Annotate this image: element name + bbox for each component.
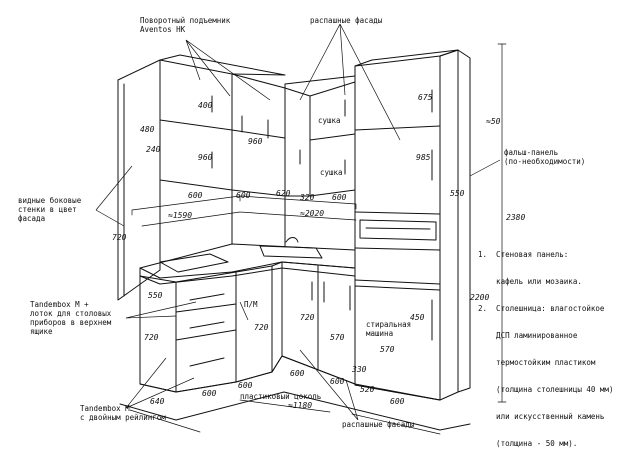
oven (359, 219, 437, 241)
dim-upper-w2: 600 (236, 191, 251, 200)
dim-upper-corner: 320 (299, 193, 315, 202)
back-wall-line (159, 179, 356, 269)
washer-box (354, 285, 441, 401)
dim-bot-w6: 330 (351, 365, 367, 374)
leader-line (185, 39, 271, 101)
leader-line (299, 349, 359, 421)
dim-h-door-5: 570 (380, 345, 395, 354)
label-swing-facades-bottom: распашные фасады (342, 420, 415, 429)
dim-upper-total-right: ≈2020 (300, 209, 324, 218)
dim-line (131, 195, 357, 216)
dim-line (497, 43, 507, 403)
label-tandembox-cutlery: Tandembox M + лоток для столовых приборо… (30, 300, 112, 336)
note-line: (толщина - 50 мм). (478, 439, 578, 448)
label-washer: стиральная машина (366, 320, 412, 338)
note-line: 2. Столешница: влагостойкое (478, 304, 605, 313)
label-tandembox-rail: Tandembox M с двойным рейлингом (80, 404, 166, 422)
dim-bot-w2: 600 (202, 389, 217, 398)
upper-cabinet-mid (231, 73, 286, 197)
handle (211, 95, 346, 175)
dim-line (129, 399, 441, 435)
drawer-line-1 (175, 303, 237, 313)
dim-h-right-1: 2200 (470, 293, 489, 302)
label-plinth: пластиковый цоколь (240, 392, 322, 401)
dim-upper-w3: 620 (276, 189, 291, 198)
dim-h-door-4: 570 (330, 333, 345, 342)
label-dryer-1: сушка (318, 116, 341, 125)
dim-tall-height: 2380 (506, 213, 525, 222)
dim-floor-2: 520 (360, 385, 375, 394)
tall-cabinet-top (354, 49, 459, 67)
dim-h-door-2: 720 (254, 323, 269, 332)
label-dryer-2: сушка (320, 168, 343, 177)
dim-h-tall-3: ≈50 (486, 117, 501, 126)
dim-h-tall-5: 450 (410, 313, 425, 322)
dim-h-left-2: 550 (148, 291, 163, 300)
note-line: ДСП ламинированное (478, 331, 578, 340)
dim-bot-w1: 640 (150, 397, 165, 406)
cooktop (159, 253, 229, 273)
tall-shelf-1 (354, 125, 441, 131)
dim-upper-w4: 600 (332, 193, 347, 202)
dim-floor-1: ≈1180 (288, 401, 312, 410)
dim-h-mid-3: 960 (248, 137, 263, 146)
handle (311, 281, 351, 311)
dim-h-door-3: 720 (300, 313, 315, 322)
leader-line (239, 301, 249, 321)
dim-line (141, 211, 357, 227)
notes-block: 1. Стеновая панель: кафель или мозаика. … (478, 232, 638, 457)
dim-bot-w4: 600 (290, 369, 305, 378)
note-line: кафель или мозаика. (478, 277, 582, 286)
tall-shelf-4 (354, 279, 441, 285)
floor-line (119, 391, 471, 431)
left-wall-panel (117, 59, 161, 301)
tall-cabinet-side (439, 49, 459, 401)
leader-line (125, 301, 197, 319)
drawer-handle (189, 293, 225, 367)
upper-shelf-line-3 (309, 133, 356, 141)
dim-h-mid-2: 960 (198, 153, 213, 162)
dim-h-tall-1: 675 (418, 93, 433, 102)
leader-line (299, 23, 401, 141)
label-swing-facades-top: распашные фасады (310, 16, 383, 25)
faucet (285, 237, 299, 243)
drawer-line-2 (175, 329, 237, 341)
tall-shelf-3 (354, 247, 441, 251)
leader-line (95, 165, 133, 227)
dim-h-upper-2: 240 (146, 145, 161, 154)
countertop-edge (139, 267, 356, 285)
base-cabinet-sink (271, 261, 283, 373)
note-line: 1. Стеновая панель: (478, 250, 569, 259)
label-false-panel: фальш-панель (по-необходимости) (504, 148, 586, 166)
dim-bot-w7: 600 (390, 397, 405, 406)
label-rotary-lift: Поворотный подъемник Aventos HK (140, 16, 231, 34)
upper-shelf-line-1 (159, 119, 233, 131)
dim-h-mid-1: 400 (198, 101, 213, 110)
plinth (139, 355, 441, 401)
note-line: (толщина столешницы 40 мм) (478, 385, 614, 394)
label-visible-sides: видные боковые стенки в цвет фасада (18, 196, 82, 223)
dim-upper-w1: 600 (188, 191, 203, 200)
dim-h-tall-2: 985 (416, 153, 431, 162)
dim-h-door-1: 720 (144, 333, 159, 342)
upper-shelf-line-2 (231, 129, 286, 139)
leader-line (125, 357, 195, 409)
dim-upper-total-left: ≈1590 (168, 211, 192, 220)
note-line: или искусственный камень (478, 412, 605, 421)
false-panel (457, 49, 471, 393)
leader-line (469, 159, 501, 177)
tall-shelf-2 (354, 211, 441, 215)
upper-cabinet-corner (284, 87, 311, 197)
dim-h-tall-4: 550 (450, 189, 465, 198)
oven-panel (365, 227, 431, 230)
dim-h-upper-1: 480 (140, 125, 155, 134)
sink (259, 245, 323, 259)
dim-bot-w5: 600 (330, 377, 345, 386)
note-line: термостойким пластиком (478, 358, 596, 367)
dim-h-left-1: 720 (112, 233, 127, 242)
dim-bot-w3: 600 (238, 381, 253, 390)
upper-cabinet-left-top (159, 54, 286, 76)
label-dishwasher: П/М (244, 300, 258, 309)
